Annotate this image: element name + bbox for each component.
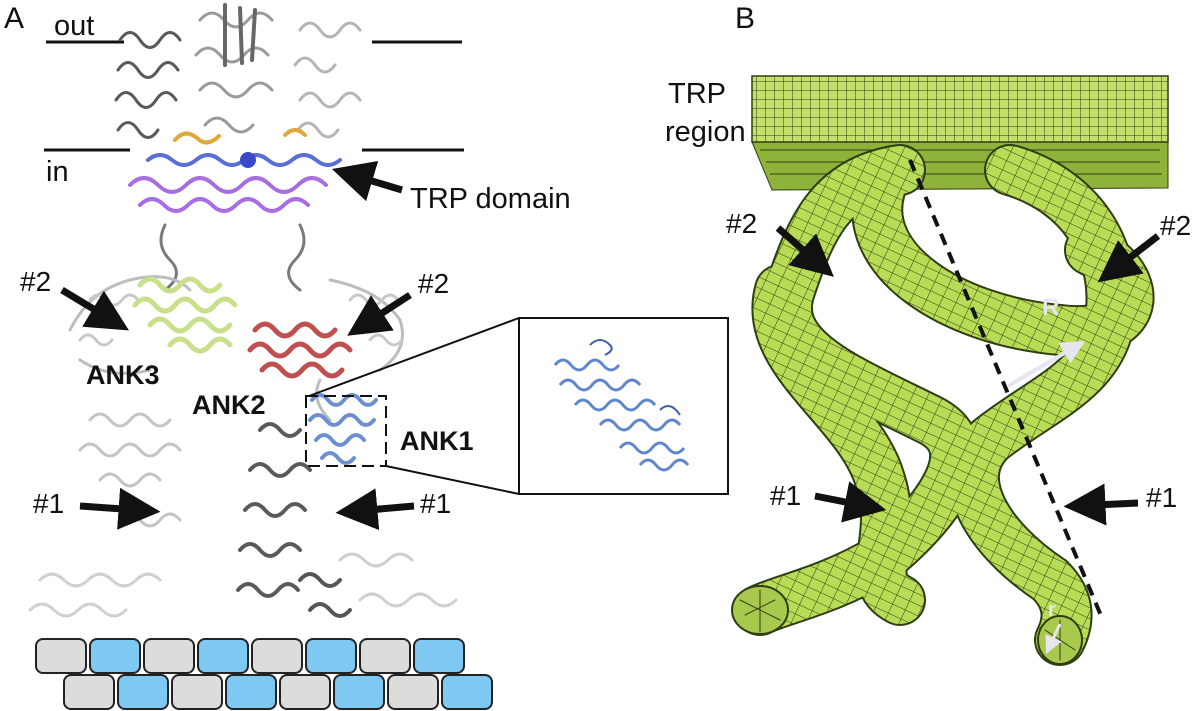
panel-b	[732, 76, 1168, 664]
zoom-connector-top	[309, 318, 519, 396]
panel-a	[30, 5, 728, 709]
spring-site-2-left-label: #2	[726, 210, 757, 238]
spring-site-1-left-label: #1	[770, 482, 801, 510]
membrane-out-label: out	[54, 12, 94, 41]
spring-site-1-right-label: #1	[1146, 484, 1177, 512]
site-1-right-label: #1	[420, 490, 451, 518]
ank2-label: ANK2	[192, 392, 266, 419]
spring-site-2-right-label: #2	[1160, 212, 1191, 240]
panel-a-letter: A	[4, 4, 24, 34]
ank1-selection-box	[306, 396, 386, 466]
site-2-right-label: #2	[418, 270, 449, 298]
trp-domain-label: TRP domain	[410, 185, 571, 214]
membrane-in-label: in	[46, 158, 69, 187]
ank1-inset	[519, 318, 728, 494]
radius-big-label: R	[1042, 296, 1059, 320]
trp-region-label-line2: region	[665, 118, 746, 147]
radius-small-label: r	[1048, 600, 1056, 620]
zoom-connector-bottom	[386, 466, 519, 494]
trp-region-label-line1: TRP	[668, 80, 726, 109]
block-layer	[36, 639, 492, 709]
mesh-block	[752, 76, 1168, 190]
arrow-icon	[62, 172, 414, 512]
site-1-left-label: #1	[33, 490, 64, 518]
site-2-left-label: #2	[20, 268, 51, 296]
panel-b-letter: B	[735, 4, 755, 34]
ank3-label: ANK3	[86, 362, 160, 389]
ank1-label: ANK1	[400, 428, 474, 455]
